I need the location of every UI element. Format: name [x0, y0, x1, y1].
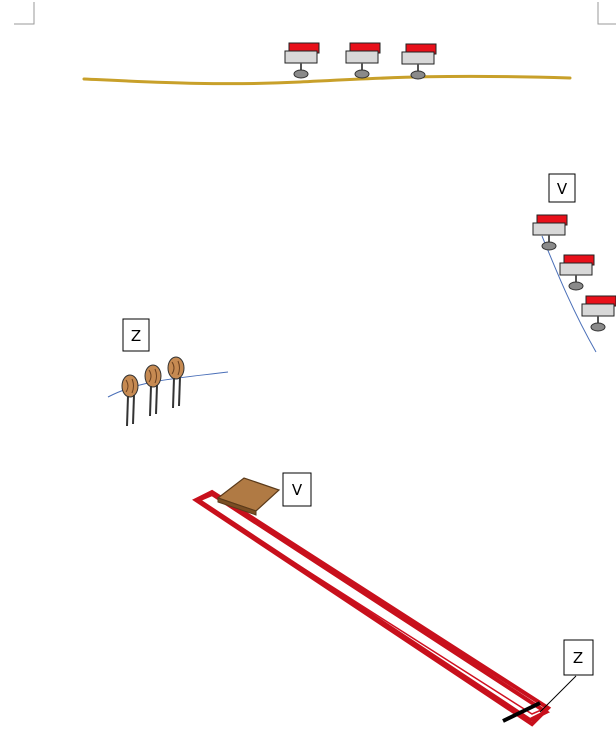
svg-text:V: V — [292, 481, 303, 499]
post-marker-icon — [122, 357, 184, 426]
board-icon — [218, 478, 279, 515]
label-v-bottom: V — [283, 473, 311, 506]
signal-device-icon — [533, 215, 616, 331]
signal-device-icon — [285, 43, 436, 79]
ground-line — [84, 76, 570, 83]
svg-text:Z: Z — [131, 327, 141, 345]
label-z-bottom: Z — [540, 640, 593, 712]
label-v-top: V — [549, 174, 575, 202]
crop-mark-icon — [14, 2, 616, 24]
svg-text:V: V — [557, 180, 568, 198]
hint-line — [542, 236, 596, 352]
svg-text:Z: Z — [573, 649, 583, 667]
runway-outline — [196, 492, 548, 724]
label-z-left: Z — [123, 319, 149, 351]
